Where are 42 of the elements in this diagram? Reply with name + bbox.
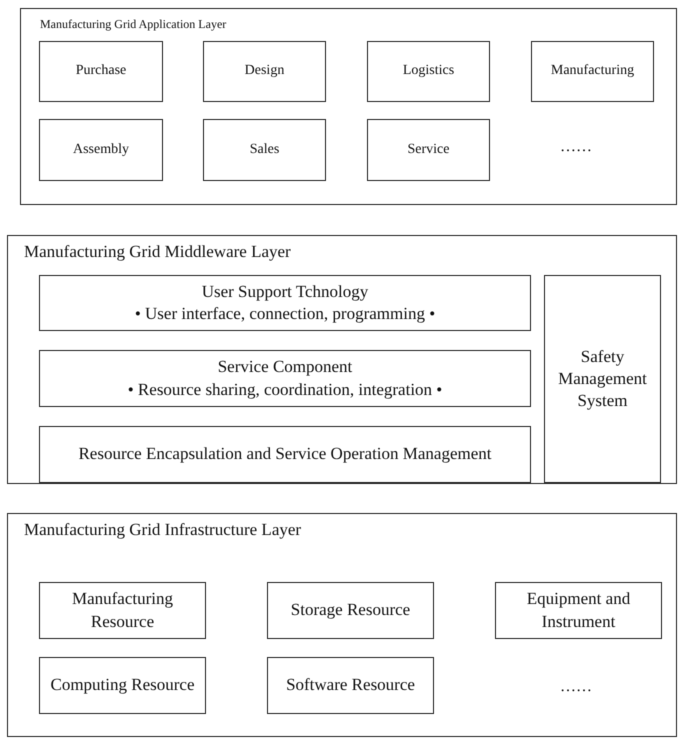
box-label: Storage Resource [290, 599, 412, 622]
box-description: • Resource sharing, coordination, integration • [126, 378, 444, 401]
box-label: Logistics [402, 62, 456, 80]
component-box [203, 41, 326, 102]
component-box [495, 582, 662, 639]
layer-title: Manufacturing Grid Application Layer [40, 17, 226, 32]
layer-panel [7, 235, 677, 484]
component-box [531, 41, 654, 102]
box-label: Design [244, 62, 286, 80]
box-label: Software Resource [285, 674, 416, 696]
component-box [39, 119, 163, 181]
box-label: Safety Management System [557, 346, 648, 412]
component-box [39, 582, 206, 639]
component-box [367, 119, 490, 181]
component-box [39, 41, 163, 102]
box-label: Computing Resource [49, 674, 196, 696]
ellipsis-text: …… [560, 138, 592, 156]
component-box [203, 119, 326, 181]
box-label: Manufacturing Resource [70, 588, 174, 632]
layer-title: Manufacturing Grid Middleware Layer [24, 242, 291, 262]
box-label: Assembly [72, 140, 130, 159]
box-label: Equipment and Instrument [526, 588, 632, 632]
box-description: • User interface, connection, programming • [134, 303, 436, 325]
component-box [39, 657, 206, 714]
component-box [267, 657, 434, 714]
component-box [367, 41, 490, 102]
component-box [39, 426, 531, 483]
box-label: Sales [248, 140, 280, 159]
component-box [39, 350, 531, 407]
box-label: User Support Tchnology [200, 280, 370, 303]
component-box [544, 275, 661, 483]
layer-panel [20, 8, 677, 205]
layer-panel [7, 513, 677, 737]
component-box [267, 582, 434, 639]
box-label: Resource Encapsulation and Service Operation Management [77, 443, 493, 466]
layer-title: Manufacturing Grid Infrastructure Layer [24, 520, 302, 540]
component-box [39, 275, 531, 331]
ellipsis-text: …… [560, 678, 592, 696]
box-label: Manufacturing [550, 62, 636, 80]
box-label: Purchase [74, 62, 128, 80]
box-label: Service [406, 140, 450, 159]
box-label: Service Component [216, 356, 354, 378]
